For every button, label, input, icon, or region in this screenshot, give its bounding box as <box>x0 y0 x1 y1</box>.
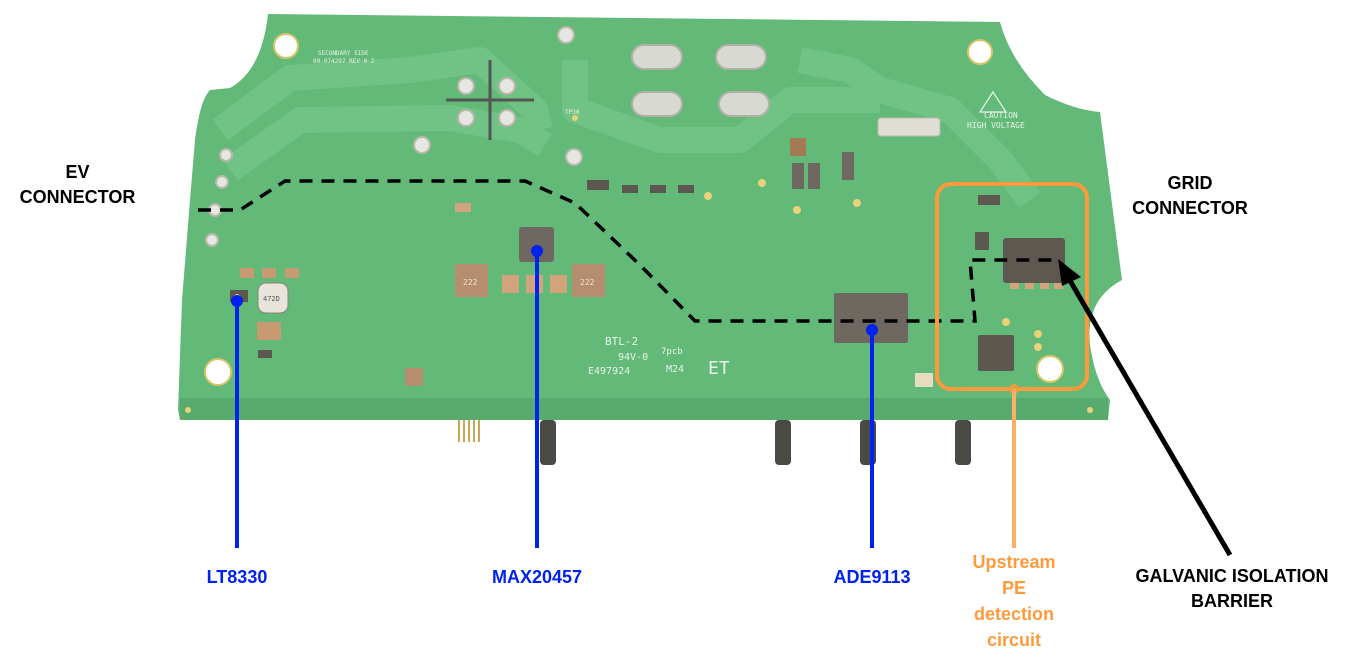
board-edge <box>180 398 1108 420</box>
grid-connector-line2: CONNECTOR <box>1132 198 1248 218</box>
fuse-holder <box>877 117 941 137</box>
svg-text:94V-0: 94V-0 <box>618 352 648 363</box>
svg-text:222: 222 <box>463 278 478 287</box>
svg-text:TP30: TP30 <box>565 109 580 116</box>
power-pads <box>631 44 770 117</box>
lt8330-label: LT8330 <box>206 567 268 587</box>
svg-text:7pcb: 7pcb <box>661 347 683 357</box>
isolation-arrow-line <box>1062 270 1233 557</box>
svg-text:SECONDARY SIDE: SECONDARY SIDE <box>318 50 369 57</box>
max20457-label: MAX20457 <box>491 567 583 587</box>
component-callouts <box>231 245 878 548</box>
pe-detection-label: Upstream PE detection circuit <box>944 549 1084 653</box>
isolation-label-line1: GALVANIC ISOLATION <box>1135 566 1329 586</box>
ev-connector-line2: CONNECTOR <box>19 187 136 207</box>
pe-label-line2: PE <box>1001 578 1026 598</box>
components: 472D 222 222 <box>185 115 1093 413</box>
arrow-head-icon <box>1058 259 1081 286</box>
ev-connector-label: EV CONNECTOR <box>0 160 155 210</box>
svg-text:CAUTION: CAUTION <box>984 111 1018 120</box>
ev-connector-line1: EV <box>65 162 90 182</box>
pe-label-line3: detection <box>973 604 1054 624</box>
svg-text:222: 222 <box>580 278 595 287</box>
silkscreen: SECONDARY SIDE 09-074297 REV 0 2 TP30 CA… <box>313 50 1025 379</box>
galvanic-isolation-label: GALVANIC ISOLATION BARRIER <box>1098 564 1366 614</box>
svg-text:472D: 472D <box>263 295 280 303</box>
connector-posts <box>458 420 971 465</box>
cross-marker <box>446 60 534 140</box>
svg-text:E497924: E497924 <box>588 366 630 377</box>
pe-label-line1: Upstream <box>972 552 1056 572</box>
ade9113-label: ADE9113 <box>833 567 911 587</box>
through-hole-pins <box>205 26 583 247</box>
isolation-label-line2: BARRIER <box>1190 591 1273 611</box>
copper-pours <box>212 47 1041 208</box>
svg-text:BTL-2: BTL-2 <box>605 335 638 348</box>
svg-text:ET: ET <box>708 358 730 379</box>
svg-text:09-074297 REV 0 2: 09-074297 REV 0 2 <box>313 58 375 65</box>
svg-text:M24: M24 <box>666 364 684 375</box>
isolation-barrier-line <box>198 179 1060 323</box>
mounting-holes <box>204 33 1064 386</box>
pe-label-line4: circuit <box>986 630 1042 650</box>
grid-connector-label: GRID CONNECTOR <box>1110 171 1270 221</box>
grid-connector-line1: GRID <box>1167 173 1213 193</box>
caution-triangle-icon <box>978 90 1008 113</box>
svg-text:HIGH VOLTAGE: HIGH VOLTAGE <box>967 121 1025 130</box>
